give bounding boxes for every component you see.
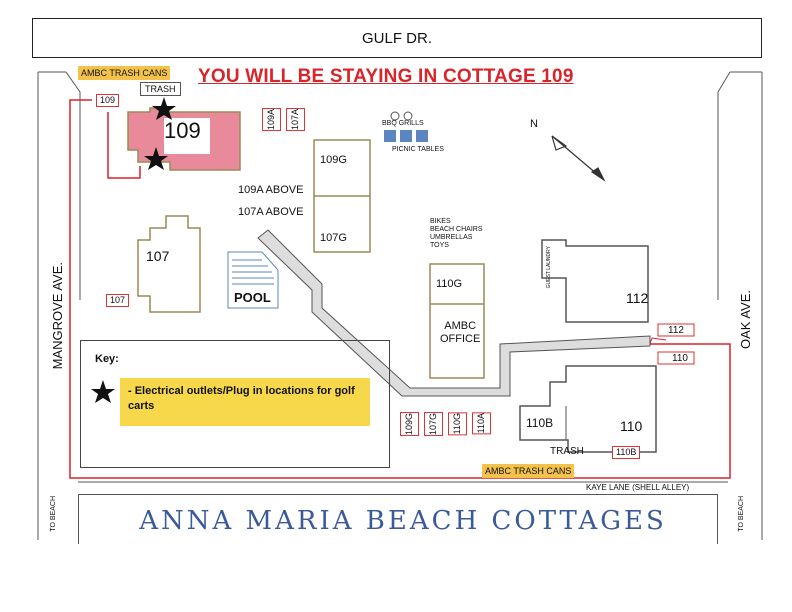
building-109g-label: 109G [320, 154, 347, 166]
cottage-109-label-bg [164, 118, 210, 154]
office-line-2: OFFICE [440, 333, 481, 345]
gulf-dr-street-box: GULF DR. [32, 18, 762, 58]
toys-label: TOYS [430, 242, 449, 249]
north-arrow [551, 135, 606, 182]
to-beach-left-label: TO BEACH [50, 496, 57, 532]
parking-109a-tag: 109A [262, 108, 281, 132]
star-icon [91, 380, 115, 403]
map-key: Key: [80, 340, 390, 468]
beach-chairs-label: BEACH CHAIRS [430, 226, 483, 233]
picnic-tables-icon [384, 130, 428, 142]
mangrove-ave-label: MANGROVE AVE. [50, 262, 65, 370]
cottage-107-shape [137, 215, 201, 313]
building-107g-label: 107G [320, 232, 347, 244]
trash-bottom-label: TRASH [550, 446, 584, 457]
cottage-112-label: 112 [626, 290, 649, 306]
bikes-label: BIKES [430, 218, 451, 225]
key-heading: Key: [95, 353, 119, 365]
ambc-office-label: AMBC OFFICE [440, 320, 480, 346]
picnic-tables-label: PICNIC TABLES [392, 146, 444, 153]
trash-cans-bottom-tag: AMBC TRASH CANS [482, 464, 575, 478]
north-label: N [530, 118, 538, 130]
property-name-banner: ANNA MARIA BEACH COTTAGES [139, 506, 667, 536]
bbq-grill-icon [390, 111, 400, 121]
above-107a-label: 107A ABOVE [238, 206, 304, 218]
parking-110a-tag: 110A [472, 412, 491, 435]
cottage-112-shape [541, 239, 649, 323]
guest-laundry-label: GUEST LAUNDRY [546, 246, 552, 289]
umbrellas-label: UMBRELLAS [430, 234, 473, 241]
oak-ave-edge [717, 71, 763, 540]
kaye-lane-label: KAYE LANE (SHELL ALLEY) [586, 483, 690, 492]
parking-110-tag: 110 [672, 353, 688, 364]
page-title: YOU WILL BE STAYING IN COTTAGE 109 [198, 66, 574, 87]
oak-ave-label: OAK AVE. [738, 290, 753, 350]
cottage-107-label: 107 [146, 248, 170, 264]
walkway [257, 229, 651, 397]
route-path [69, 99, 731, 479]
parking-110b-tag: 110B [612, 446, 641, 459]
parking-107-tag: 107 [106, 294, 130, 307]
bottom-banner-frame [78, 494, 718, 544]
outlet-stars [91, 97, 176, 403]
parking-107g-tag: 107G [424, 412, 443, 437]
star-icon [152, 97, 176, 120]
cottage-110-label: 110 [620, 418, 643, 434]
route-to-109 [107, 112, 141, 179]
cottage-109-label: 109 [164, 118, 201, 143]
parking-110g-tag: 110G [448, 412, 467, 436]
key-outlet-item: - Electrical outlets/Plug in locations f… [120, 378, 370, 426]
parking-109-tag: 109 [96, 94, 120, 107]
trash-top-label: TRASH [140, 82, 181, 96]
gulf-dr-label: GULF DR. [361, 29, 432, 47]
building-110g-label: 110G [436, 278, 463, 290]
to-beach-right-label: TO BEACH [738, 496, 745, 532]
parking-107a-tag: 107A [286, 108, 305, 132]
cottage-110b-label: 110B [526, 416, 554, 430]
above-109a-label: 109A ABOVE [238, 184, 304, 196]
parking-109g-tag: 109G [400, 412, 419, 437]
pool-label: POOL [234, 290, 271, 305]
building-110g-office [429, 263, 485, 379]
route-end [649, 337, 667, 345]
amenities-list: BIKES BEACH CHAIRS UMBRELLAS TOYS [430, 218, 483, 250]
mangrove-ave-edge [37, 71, 81, 540]
bbq-grills-label: BBQ GRILLS [382, 120, 424, 127]
star-icon [144, 147, 168, 170]
office-line-1: AMBC [444, 320, 477, 332]
parking-112-tag: 112 [668, 325, 684, 336]
cottage-110-shape [519, 365, 657, 453]
trash-cans-top-tag: AMBC TRASH CANS [78, 66, 171, 80]
